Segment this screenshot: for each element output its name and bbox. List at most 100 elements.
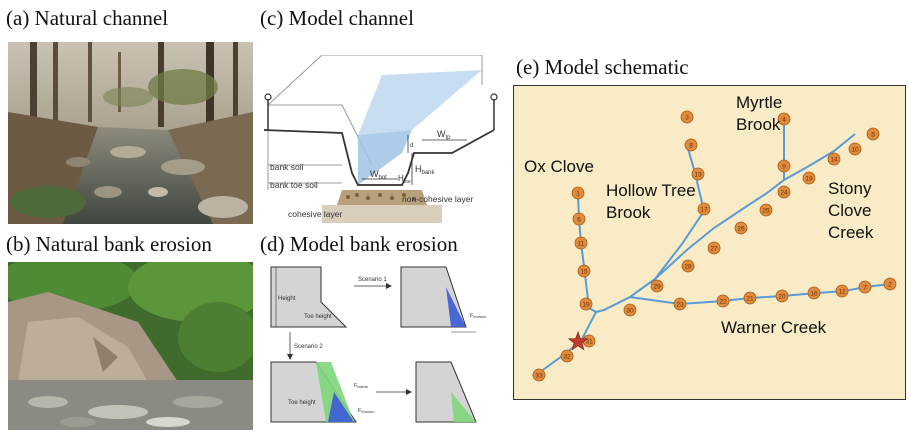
natural-channel-photo [8,42,253,224]
svg-text:12: 12 [838,289,846,296]
node-28 [681,259,695,273]
node-27 [707,241,721,255]
node-15 [577,264,591,278]
node-24 [777,185,791,199]
node-30 [623,303,637,317]
svg-text:Ferosion: Ferosion [358,408,375,414]
svg-text:Htoe: Htoe [398,174,411,185]
f-erosion-sub-2: erosion [361,409,374,414]
f-failure-label: F [354,383,358,389]
node-3 [680,110,694,124]
svg-text:7: 7 [863,285,867,292]
svg-text:25: 25 [762,208,770,215]
ox-clove-label: Ox Clove [524,157,594,176]
model-channel-diagram: bank soil bank toe soil cohesive layer n… [263,55,498,223]
svg-text:26: 26 [737,226,745,233]
svg-text:Ferosion: Ferosion [470,313,487,319]
h-bank-label: H [415,164,422,174]
model-bank-erosion-diagram: Height Toe height Scenario 1 Ferosion Sc… [270,266,487,423]
svg-text:24: 24 [780,190,788,197]
panel-e-label: (e) Model schematic [516,55,689,79]
outlet-star-icon [567,331,589,351]
f-failure-sub: failure [357,384,369,389]
h-toe-label: H [398,174,404,183]
hollow-tree-brook-label: Hollow Tree Brook [606,181,696,222]
node-10 [848,142,862,156]
node-1 [571,186,585,200]
svg-text:4: 4 [782,117,786,124]
svg-text:30: 30 [626,308,634,315]
node-11 [574,236,588,250]
svg-text:Hbank: Hbank [415,164,436,176]
node-18 [802,171,816,185]
f-erosion-sub-1: erosion [473,314,486,319]
h-bank-sub: bank [422,170,436,176]
node-17 [697,202,711,216]
svg-text:33: 33 [535,373,543,380]
svg-text:16: 16 [810,291,818,298]
node-20 [775,289,789,303]
node-7 [858,280,872,294]
scenario1-label: Scenario 1 [358,277,387,283]
node-21 [743,291,757,305]
height-label: Height [278,296,296,302]
panel-a-label: (a) Natural channel [6,6,169,30]
svg-text:31: 31 [585,339,593,346]
svg-text:3: 3 [685,115,689,122]
myrtle-brook-label: Myrtle Brook [736,93,783,134]
svg-text:29: 29 [653,284,661,291]
w-bot-label: W [370,169,379,179]
svg-text:6: 6 [577,217,581,224]
node-23 [673,297,687,311]
bank-toe-soil-label: bank toe soil [270,180,318,190]
node-29 [650,279,664,293]
natural-bank-erosion-photo [8,262,253,430]
node-9 [777,159,791,173]
f-erosion-label-1: F [470,313,474,319]
model-schematic-box: 1 2 3 4 5 6 7 8 9 10 11 12 13 14 15 16 1… [513,85,906,400]
warner-creek-label: Warner Creek [721,318,827,337]
d-sub-label: d [410,143,413,149]
node-16 [807,286,821,300]
svg-text:28: 28 [684,264,692,271]
svg-text:1: 1 [576,191,580,198]
svg-text:32: 32 [563,354,571,361]
node-19 [579,297,593,311]
water-prism [358,130,412,185]
svg-text:10: 10 [851,147,859,154]
svg-text:8: 8 [689,143,693,150]
svg-text:11: 11 [578,241,585,248]
svg-text:Wtp: Wtp [437,129,451,141]
svg-text:Ffailure: Ffailure [354,383,369,389]
node-8 [684,138,698,152]
node-6 [572,212,586,226]
stream-nodes [532,110,897,382]
node-14 [827,152,841,166]
f-erosion-label-2: F [358,408,362,414]
node-4 [777,112,791,126]
svg-text:5: 5 [871,132,875,139]
svg-text:2: 2 [888,282,892,289]
scenario2-label: Scenario 2 [294,344,323,350]
svg-text:15: 15 [580,269,588,276]
node-32 [560,349,574,363]
svg-text:18: 18 [805,176,813,183]
node-22 [716,294,730,308]
svg-text:14: 14 [830,157,838,164]
node-25 [759,203,773,217]
svg-text:17: 17 [700,207,708,214]
node-13 [691,167,705,181]
panel-b-label: (b) Natural bank erosion [6,232,212,256]
node-26 [734,221,748,235]
svg-text:22: 22 [719,299,727,306]
w-bot-sub: bot [379,175,388,181]
toe-label: Toe height [288,400,316,406]
svg-text:20: 20 [778,294,786,301]
svg-text:Wbot: Wbot [370,169,387,181]
node-33 [532,368,546,382]
svg-text:19: 19 [582,302,590,309]
svg-text:9: 9 [782,164,786,171]
h-toe-sub: toe [404,179,411,185]
toe-height-label: Toe height [304,314,332,320]
cohesive-layer-label: cohesive layer [288,209,343,219]
